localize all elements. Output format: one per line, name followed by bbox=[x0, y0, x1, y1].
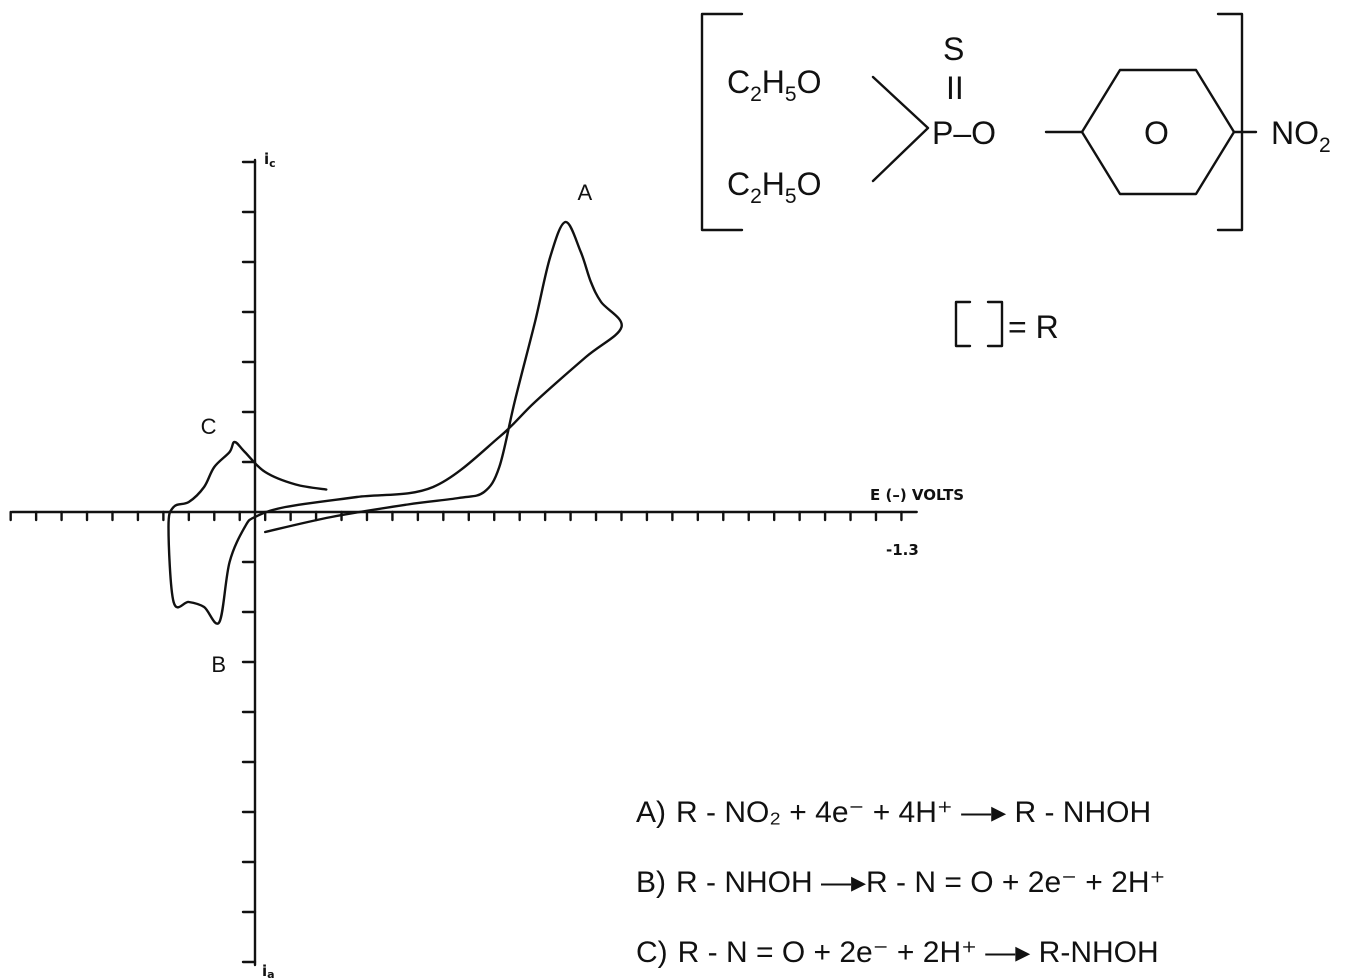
phosphorus-oxygen: P–O bbox=[932, 115, 996, 151]
axis-ticks bbox=[9, 160, 903, 964]
reaction-c: C)R - N = O + 2e⁻ + 2H⁺ —▸ R-NHOH bbox=[636, 936, 1159, 969]
reaction-b: B)R - NHOH —▸R - N = O + 2e⁻ + 2H⁺ bbox=[636, 866, 1165, 899]
bracket-definition: = R bbox=[1008, 309, 1059, 345]
double-bond: II bbox=[946, 70, 964, 106]
legend-left-bracket bbox=[954, 300, 972, 348]
legend-right-bracket bbox=[986, 300, 1004, 348]
x-axis-end-label: -1.3 bbox=[886, 541, 919, 559]
ethoxy-group-upper: C2H5O bbox=[727, 64, 821, 106]
x-axis-label: E (–) VOLTS bbox=[870, 486, 964, 504]
reaction-list: A)R - NO₂ + 4e⁻ + 4H⁺ —▸ R - NHOH B)R - … bbox=[636, 796, 1165, 969]
bond-lines-ethoxy bbox=[871, 75, 930, 183]
sulfur-atom: S bbox=[943, 31, 964, 67]
reaction-a: A)R - NO₂ + 4e⁻ + 4H⁺ —▸ R - NHOH bbox=[636, 796, 1151, 829]
voltammogram-curve bbox=[167, 220, 623, 625]
right-bracket bbox=[1216, 12, 1244, 232]
molecular-structure: C2H5O C2H5O S II P–O O NO2 = R bbox=[700, 12, 1331, 348]
peak-label-b: B bbox=[211, 652, 226, 677]
peak-label-c: C bbox=[201, 414, 217, 439]
left-bracket bbox=[700, 12, 744, 232]
peak-label-a: A bbox=[578, 180, 593, 205]
axes bbox=[10, 158, 918, 967]
ring-center-label: O bbox=[1144, 115, 1169, 151]
nitro-group: NO2 bbox=[1271, 115, 1331, 157]
y-axis-bottom-label: ia bbox=[262, 962, 275, 979]
ethoxy-group-lower: C2H5O bbox=[727, 166, 821, 208]
y-axis-top-label: ic bbox=[264, 150, 276, 170]
